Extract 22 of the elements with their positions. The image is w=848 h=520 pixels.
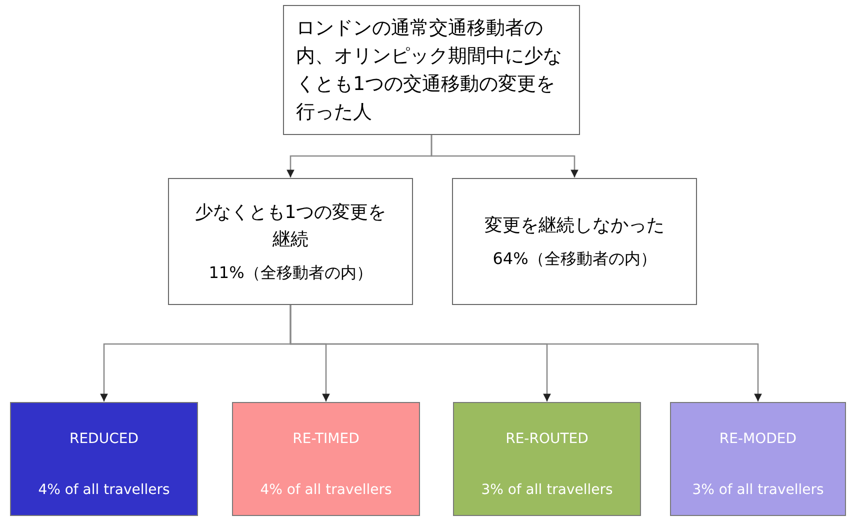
- percentage-text: 64%（全移動者の内）: [492, 248, 656, 270]
- percentage-text: 3% of all travellers: [481, 481, 613, 500]
- result-title: RE-TIMED: [292, 430, 360, 449]
- result-title: RE-ROUTED: [506, 430, 588, 449]
- percentage-text: 3% of all travellers: [692, 481, 824, 500]
- percentage-text: 4% of all travellers: [38, 481, 170, 500]
- category-box: [168, 178, 413, 305]
- result-box: [670, 402, 846, 516]
- result-box: [10, 402, 198, 516]
- percentage-text: 11%（全移動者の内）: [208, 262, 372, 284]
- result-box: [453, 402, 641, 516]
- connector-arrow: [430, 135, 578, 178]
- result-title: RE-MODED: [719, 430, 797, 449]
- category-box: [452, 178, 697, 305]
- percentage-text: 4% of all travellers: [260, 481, 392, 500]
- result-box: [232, 402, 420, 516]
- box-text: ロンドンの通常交通移動者の内、オリンピック期間中に少なくとも1つの交通移動の変更を行った人: [296, 16, 563, 125]
- category-title: 少なくとも1つの変更を継続: [194, 200, 388, 252]
- category-title: 変更を継続しなかった: [484, 214, 664, 238]
- root-box: [283, 5, 580, 135]
- result-title: REDUCED: [69, 430, 138, 449]
- connector-arrow: [290, 305, 762, 402]
